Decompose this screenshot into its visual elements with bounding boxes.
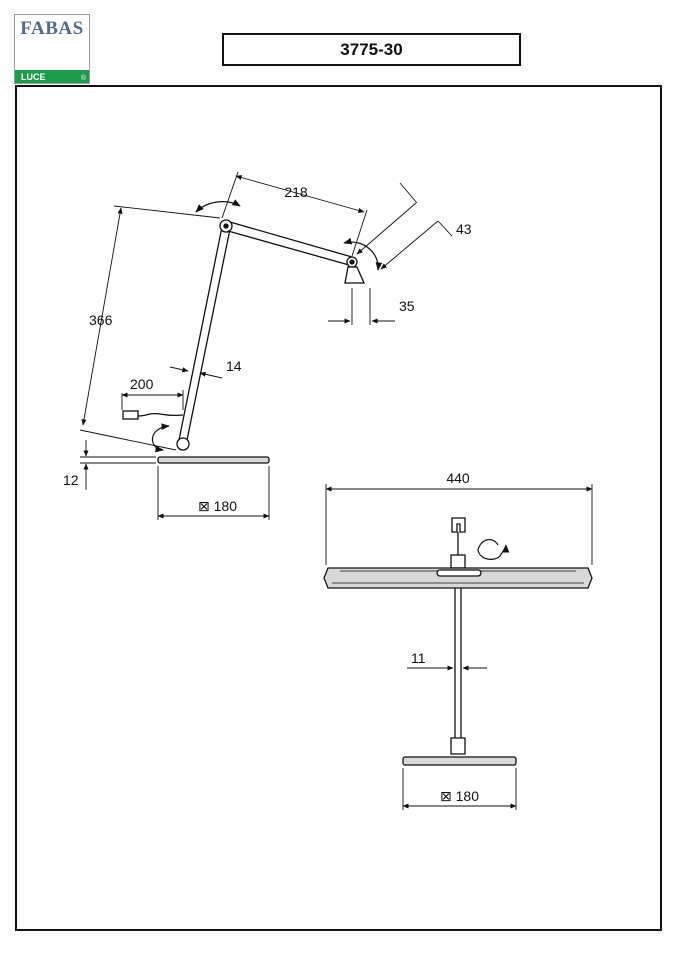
side-upright-arm — [178, 226, 231, 441]
front-base — [402, 756, 517, 766]
logo-registered-mark: ® — [80, 75, 86, 82]
dim-label-35: 35 — [399, 298, 415, 314]
side-head — [344, 266, 365, 284]
dimension-43 — [356, 182, 453, 270]
elbow-rotation-arrow — [195, 199, 241, 213]
side-top-arm — [227, 221, 353, 266]
fabas-luce-logo: FABAS LUCE ® — [14, 14, 90, 84]
drawing-frame — [15, 85, 662, 931]
dimension-180-front — [402, 768, 517, 810]
dimension-366 — [79, 205, 221, 451]
front-head-slot — [436, 569, 482, 577]
dim-label-11: 11 — [411, 650, 426, 666]
dim-label-180-front: ⊠ 180 — [440, 788, 479, 804]
dimension-200 — [121, 390, 184, 410]
front-view-lamp — [323, 517, 593, 766]
base-rotation-arrow — [151, 423, 170, 453]
front-neck — [450, 554, 466, 569]
product-code: 3775-30 — [340, 39, 403, 59]
dim-label-180-side: ⊠ 180 — [198, 498, 237, 514]
logo-subtitle: LUCE — [21, 72, 46, 82]
rotation-arrows — [151, 199, 383, 453]
side-lower-joint — [176, 437, 190, 451]
dimension-180-side — [157, 466, 270, 520]
dim-label-12: 12 — [63, 472, 79, 488]
side-plug — [122, 410, 139, 420]
logo-green-band — [15, 70, 89, 83]
front-top-hinge — [451, 517, 466, 533]
dim-label-43: 43 — [456, 221, 472, 237]
dim-label-200: 200 — [130, 376, 154, 392]
product-code-box: 3775-30 — [222, 33, 521, 66]
front-rotation-arrow — [477, 538, 510, 560]
side-base — [157, 456, 270, 464]
dim-label-218: 218 — [284, 184, 308, 200]
dimension-218 — [221, 171, 368, 257]
dimension-35 — [328, 288, 395, 325]
dim-label-366: 366 — [89, 312, 113, 328]
side-view-lamp — [122, 219, 365, 464]
dimension-14 — [169, 366, 223, 379]
front-stem — [454, 588, 462, 738]
head-rotation-arrow — [343, 237, 383, 271]
dim-label-14: 14 — [226, 358, 242, 374]
dimension-440 — [325, 484, 593, 565]
dimension-12 — [80, 440, 156, 490]
logo-wordmark: FABAS — [20, 18, 84, 39]
dim-label-440: 440 — [446, 470, 470, 486]
front-lower-hinge — [450, 737, 466, 755]
side-cable — [137, 412, 184, 417]
